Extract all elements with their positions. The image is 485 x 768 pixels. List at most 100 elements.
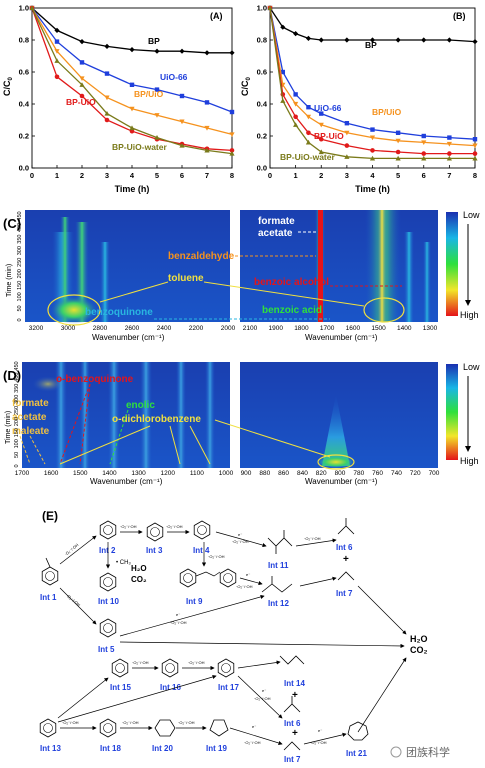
x-tick-label: 4 [370, 171, 375, 180]
reagent-10: ·O₂⁻/·OH [65, 593, 81, 608]
data-point [293, 101, 299, 107]
int-18-label: Int 18 [100, 744, 121, 753]
int-11-structure [267, 530, 293, 554]
x-tick-label: 740 [391, 470, 402, 477]
series-line [269, 7, 476, 140]
x-tick-label: 4 [130, 171, 135, 180]
product-h2o-small: H₂O [131, 564, 147, 573]
annot-o-benzoquinone: o-benzoquinone [56, 374, 134, 385]
y-tick-label: 0.6 [19, 68, 29, 77]
x-tick-label: 840 [297, 470, 308, 477]
data-point [204, 50, 210, 56]
data-point [54, 27, 60, 33]
reagent-13: ·O₂⁻/·OH [132, 660, 149, 665]
int-15-label: Int 15 [110, 683, 131, 692]
data-point [446, 37, 452, 43]
data-point [229, 50, 235, 56]
x-tick-label: 1200 [160, 470, 175, 477]
panel-d-ylabel: Time (min) [5, 411, 12, 444]
series-bp [29, 5, 235, 56]
series-line [269, 7, 476, 43]
x-tick-label: 1700 [320, 325, 335, 332]
x-tick-label: 0 [30, 171, 34, 180]
y-tick-label: 400 [17, 223, 23, 232]
x-tick-label: 5 [396, 171, 400, 180]
y-tick-label: 0.0 [257, 164, 267, 173]
data-point [318, 136, 324, 142]
data-point [306, 105, 311, 110]
data-point [229, 151, 235, 156]
x-tick-label: 760 [372, 470, 383, 477]
x-tick-label: 1500 [73, 470, 88, 477]
x-tick-label: 2800 [93, 325, 108, 332]
x-tick-label: 1600 [346, 325, 361, 332]
int-18-structure [99, 718, 117, 738]
series-label: BP-UiO-water [112, 142, 167, 152]
panel-label: (A) [210, 11, 223, 21]
y-tick-label: 0.8 [19, 36, 29, 45]
data-point [447, 151, 452, 156]
series-line [269, 7, 476, 147]
x-tick-label: 860 [278, 470, 289, 477]
int-19-structure [209, 719, 229, 737]
int-13-structure [39, 718, 57, 738]
series-bp-uio [267, 5, 478, 149]
data-point [129, 82, 135, 87]
y-tick-label: 200 [17, 269, 23, 278]
series-label: BP/UiO [134, 89, 164, 99]
int-9-structure [179, 568, 197, 588]
watermark-icon [390, 746, 402, 758]
int-2-label: Int 2 [99, 546, 116, 555]
y-axis-label: C/C0 [240, 77, 252, 97]
data-point [154, 135, 160, 140]
x-tick-label: 0 [268, 171, 272, 180]
reagent-7: e⁻ [246, 572, 250, 577]
int-1-label: Int 1 [40, 593, 57, 602]
int-14-label: Int 14 [284, 679, 305, 688]
data-point [369, 155, 376, 161]
int-4-label: Int 4 [193, 546, 210, 555]
colorbar-d [446, 364, 458, 460]
reagent-4: ·O₂⁻/·OH [208, 554, 225, 559]
data-point [54, 74, 60, 80]
data-point [280, 69, 286, 75]
x-tick-label: 1700 [15, 470, 30, 477]
x-tick-label: 1900 [268, 325, 283, 332]
int-5-structure [99, 618, 117, 638]
x-axis-label: Time (h) [355, 184, 390, 194]
y-tick-label: 0 [17, 318, 23, 321]
x-tick-label: 2 [319, 171, 323, 180]
data-point [129, 106, 135, 112]
plus-bottom-2: + [292, 728, 298, 739]
series-label: UiO-66 [314, 103, 342, 113]
x-tick-label: 1 [55, 171, 59, 180]
colorbar-c-low: Low [463, 210, 480, 220]
x-tick-label: 1500 [371, 325, 386, 332]
data-point [179, 143, 185, 148]
series-label: BP/UiO [372, 107, 402, 117]
y-tick-label: 0.4 [19, 100, 30, 109]
data-point [79, 93, 85, 99]
x-tick-label: 8 [230, 171, 234, 180]
heatmap-panel-d: (D) Low High o-benzoquinone formate acet… [3, 361, 480, 486]
reagent-6: ·O₂⁻/·OH [232, 539, 249, 544]
int-5-label: Int 5 [98, 645, 115, 654]
series-label: BP-UiO [66, 97, 96, 107]
data-point [54, 58, 60, 63]
product-co2-small: CO₂ [131, 575, 147, 584]
y-axis-label: C/C0 [2, 77, 14, 97]
y-tick-label: 450 [14, 361, 20, 370]
x-tick-label: 1300 [423, 325, 438, 332]
annot-benzoquinone: benzoquinone [85, 307, 153, 318]
data-point [79, 39, 85, 45]
reagent-3: ·O₂⁻/·OH [166, 524, 183, 529]
data-point [344, 121, 350, 126]
x-tick-label: 3 [345, 171, 349, 180]
x-tick-label: 820 [316, 470, 327, 477]
data-point [344, 37, 350, 43]
int-12-label: Int 12 [268, 599, 289, 608]
reagent-2: ·O₂⁻/·OH [120, 524, 137, 529]
int-6-label-bottom: Int 6 [284, 719, 301, 728]
panel-d-xlabel-left: Wavenumber (cm⁻¹) [90, 477, 163, 486]
series-bp-uio-water [29, 5, 235, 156]
